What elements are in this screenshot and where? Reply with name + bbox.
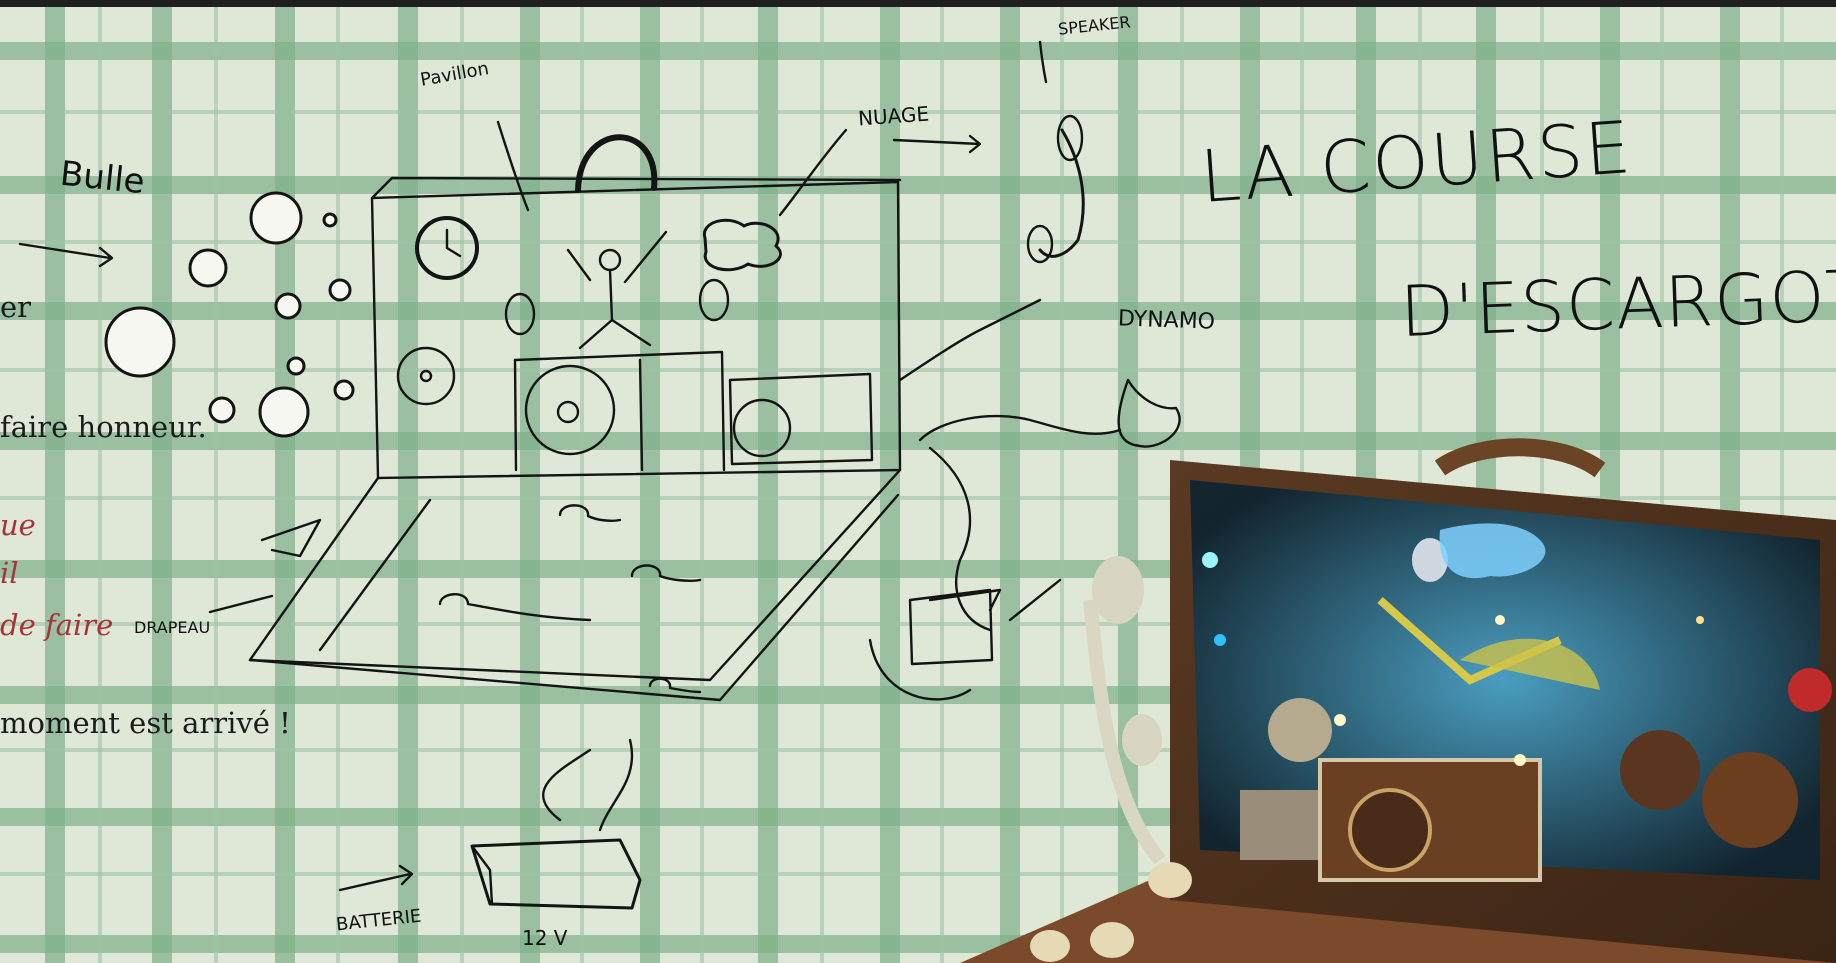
label-voltage: 12 V	[522, 926, 568, 950]
label-dynamo: DYNAMO	[1118, 306, 1216, 334]
left-text-moment: moment est arrivé !	[0, 706, 291, 740]
label-drapeau: DRAPEAU	[134, 618, 210, 637]
left-text-honneur: faire honneur.	[0, 410, 207, 444]
left-text-defaire: de faire	[0, 608, 113, 642]
left-text-ue: ue	[0, 508, 36, 542]
title-line-2: D'ESCARGOTS	[1399, 253, 1836, 353]
label-nuage: NUAGE	[857, 102, 930, 131]
left-text-il: il	[0, 556, 19, 590]
left-text-er: er	[0, 290, 31, 324]
